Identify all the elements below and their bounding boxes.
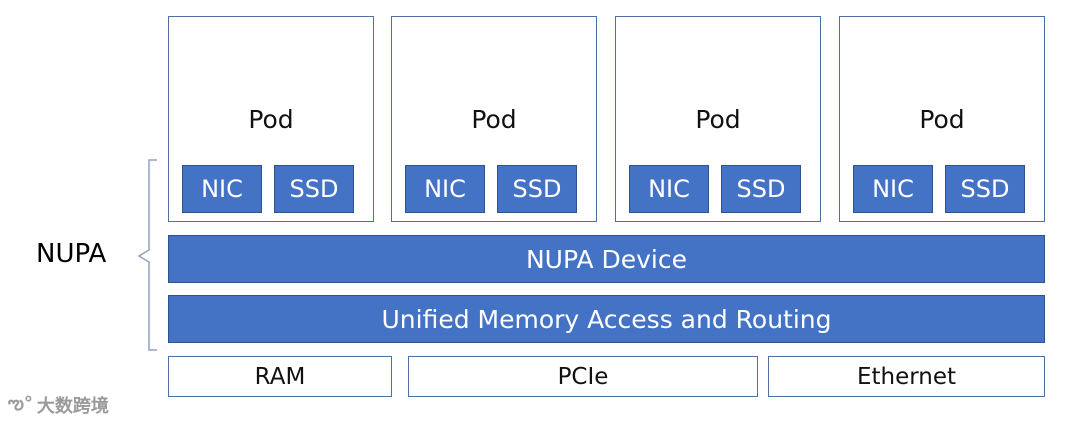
pod-1: Pod NIC SSD xyxy=(168,16,374,222)
ssd-box: SSD xyxy=(945,165,1025,213)
watermark-text: 大数跨境 xyxy=(36,396,109,417)
nupa-label: NUPA xyxy=(36,239,107,269)
nic-box: NIC xyxy=(182,165,262,213)
nic-box: NIC xyxy=(405,165,485,213)
pod-label: Pod xyxy=(248,105,294,134)
nic-box: NIC xyxy=(629,165,709,213)
watermark-logo-icon: ఌ° xyxy=(8,392,33,414)
pod-label: Pod xyxy=(471,105,517,134)
pcie-box: PCIe xyxy=(408,356,758,397)
ssd-box: SSD xyxy=(274,165,354,213)
pod-label: Pod xyxy=(919,105,965,134)
unified-memory-bar: Unified Memory Access and Routing xyxy=(168,295,1045,343)
ethernet-box: Ethernet xyxy=(768,356,1045,397)
pod-label: Pod xyxy=(695,105,741,134)
ssd-box: SSD xyxy=(721,165,801,213)
pod-2: Pod NIC SSD xyxy=(391,16,597,222)
ram-box: RAM xyxy=(168,356,392,397)
pod-3: Pod NIC SSD xyxy=(615,16,821,222)
nupa-device-bar: NUPA Device xyxy=(168,235,1045,283)
nic-box: NIC xyxy=(853,165,933,213)
pod-4: Pod NIC SSD xyxy=(839,16,1045,222)
ssd-box: SSD xyxy=(497,165,577,213)
watermark: ఌ° 大数跨境 xyxy=(8,392,109,418)
